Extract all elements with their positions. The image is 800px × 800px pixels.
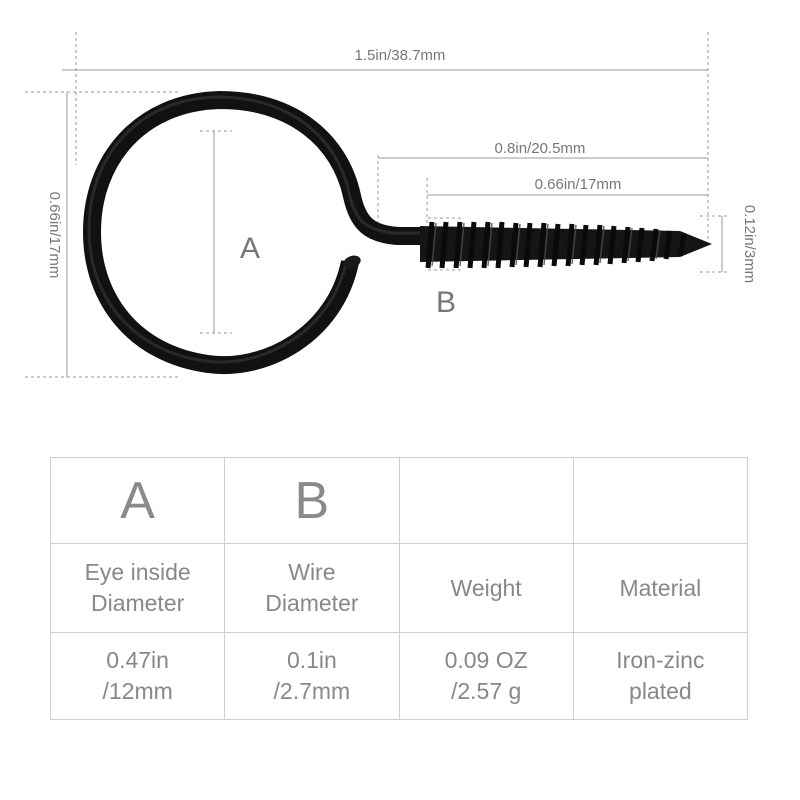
overall-length-label: 1.5in/38.7mm bbox=[355, 47, 446, 64]
value-wire-diameter: 0.1in /2.7mm bbox=[224, 632, 400, 720]
thread-length-label: 0.66in/17mm bbox=[535, 176, 622, 193]
label-line: Weight bbox=[450, 574, 522, 601]
value-line: /2.57 g bbox=[450, 678, 522, 704]
shank-length-dimension: 0.8in/20.5mm bbox=[377, 140, 708, 228]
wire-diameter-marker: B bbox=[428, 217, 464, 319]
value-line: 0.1in bbox=[286, 647, 337, 673]
label-line: Wire bbox=[288, 559, 336, 585]
header-cell-a: A bbox=[49, 457, 226, 544]
screw-eye-diagram: 1.5in/38.7mm 0.8in/20.5mm 0.66in/17mm 0.… bbox=[25, 32, 758, 378]
value-line: plated bbox=[629, 678, 692, 704]
hook-eye-loop bbox=[82, 90, 430, 375]
value-material: Iron-zinc plated bbox=[572, 632, 749, 720]
value-line: /2.7mm bbox=[273, 678, 351, 704]
value-line: 0.09 OZ bbox=[444, 647, 528, 673]
eye-inside-diameter-marker: A bbox=[200, 130, 260, 334]
value-line: /12mm bbox=[102, 678, 173, 704]
marker-a-label: A bbox=[240, 232, 260, 265]
overall-length-dimension: 1.5in/38.7mm bbox=[62, 32, 709, 240]
shank-length-label: 0.8in/20.5mm bbox=[495, 140, 586, 157]
thread-diameter-dimension: 0.12in/3mm bbox=[700, 205, 758, 283]
value-line: Iron-zinc bbox=[616, 647, 705, 673]
table-label-row: Eye inside Diameter Wire Diameter Weight… bbox=[49, 543, 749, 633]
header-cell-b: B bbox=[224, 457, 400, 544]
table-header-row: A B bbox=[49, 457, 749, 544]
hook-threads bbox=[425, 221, 687, 269]
label-eye-inside-diameter: Eye inside Diameter bbox=[49, 543, 226, 633]
table-value-row: 0.47in /12mm 0.1in /2.7mm 0.09 OZ /2.57 … bbox=[49, 632, 749, 720]
value-weight: 0.09 OZ /2.57 g bbox=[398, 632, 574, 720]
label-line: Diameter bbox=[265, 590, 359, 616]
spec-table: A B Eye inside Diameter Wire Diameter We… bbox=[49, 457, 749, 720]
screw-eye-hook bbox=[82, 90, 712, 375]
label-weight: Weight bbox=[398, 543, 574, 633]
header-cell-empty-1 bbox=[398, 457, 574, 544]
label-material: Material bbox=[572, 543, 749, 633]
value-eye-inside-diameter: 0.47in /12mm bbox=[49, 632, 226, 720]
label-line: Material bbox=[619, 574, 702, 601]
label-line: Diameter bbox=[90, 590, 185, 616]
eye-height-label: 0.66in/17mm bbox=[46, 192, 63, 279]
thread-diameter-label: 0.12in/3mm bbox=[741, 205, 758, 283]
marker-b-label: B bbox=[436, 286, 456, 319]
header-cell-empty-2 bbox=[572, 457, 749, 544]
value-line: 0.47in bbox=[106, 647, 169, 673]
label-wire-diameter: Wire Diameter bbox=[224, 543, 400, 633]
label-line: Eye inside bbox=[84, 559, 191, 585]
eye-height-dimension: 0.66in/17mm bbox=[25, 91, 178, 378]
thread-length-dimension: 0.66in/17mm bbox=[426, 176, 708, 225]
